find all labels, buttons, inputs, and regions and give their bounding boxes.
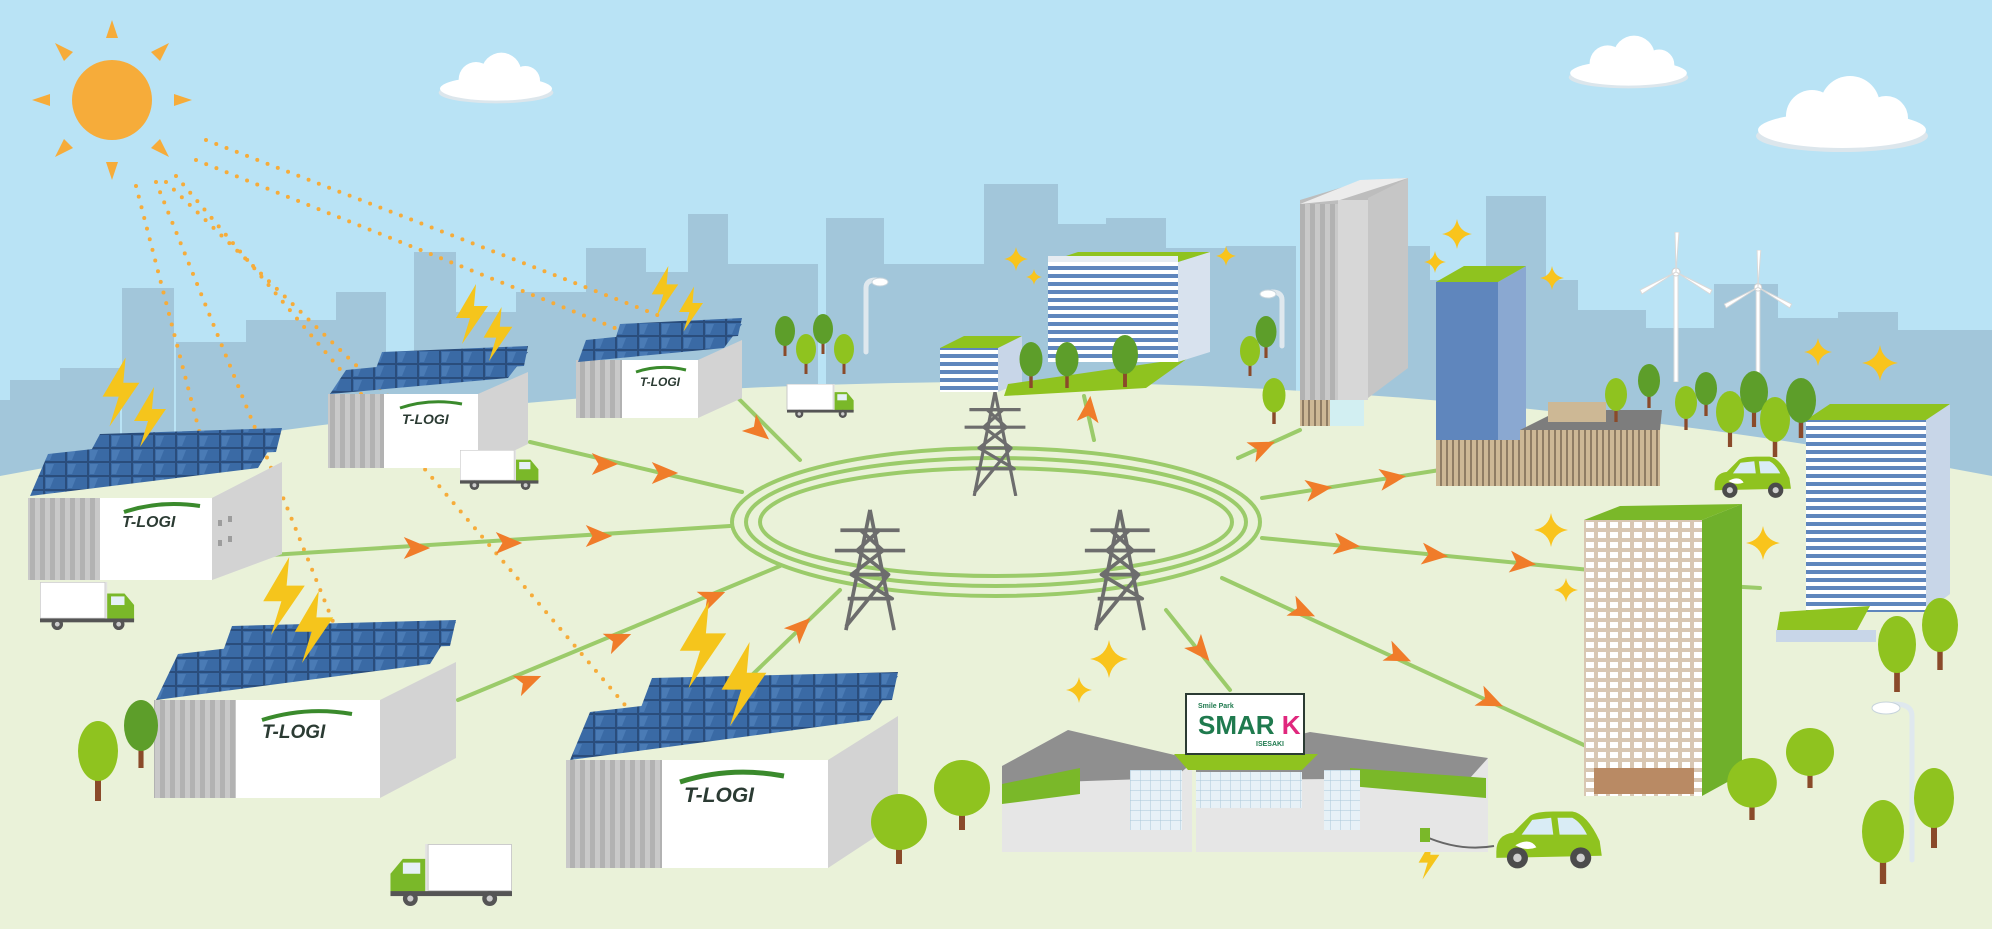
solar-panel-icon: [222, 620, 456, 654]
office-tower-right: [1776, 404, 1950, 642]
ground: [0, 382, 1992, 929]
t-logi-logo: T-LOGI: [122, 514, 176, 531]
solar-panel-icon: [640, 672, 898, 710]
office-tower-grey: [1300, 178, 1408, 426]
warehouse-a: T-LOGI: [28, 428, 282, 580]
mall-sign-brand: SMAR K: [1198, 710, 1301, 740]
apartment-tower: [1584, 504, 1742, 796]
shopping-mall: Smile Park SMAR K ISESAKI: [1002, 693, 1488, 852]
sun-rays: [134, 138, 662, 720]
wooden-complex: [1520, 402, 1662, 486]
mall-sign-location: ISESAKI: [1256, 741, 1284, 748]
t-logi-logo: T-LOGI: [684, 784, 755, 807]
mall-sign-brand-accent: K: [1282, 710, 1301, 740]
warehouse-d: T-LOGI: [154, 620, 456, 798]
t-logi-logo: T-LOGI: [640, 375, 681, 389]
office-building-small: [940, 336, 1022, 392]
charging-cable: [1423, 835, 1495, 849]
solar-panel-icon: [86, 428, 282, 460]
mall-sign-small-line: Smile Park: [1198, 703, 1234, 710]
warehouse-c: T-LOGI: [576, 318, 742, 418]
warehouse-b: T-LOGI: [328, 346, 528, 468]
sun-icon: [32, 20, 192, 180]
street-lamp-head: [871, 277, 889, 287]
solar-panel-icon: [374, 346, 528, 374]
mall-sign: [1185, 693, 1305, 755]
street-lamp-head: [1259, 289, 1277, 299]
mall-sign-brand-main: SMAR: [1198, 710, 1275, 740]
t-logi-logo: T-LOGI: [262, 722, 326, 743]
charging-station: [1420, 828, 1430, 842]
t-logi-logo: T-LOGI: [402, 411, 450, 427]
street-lamp-head: [1871, 701, 1901, 715]
solar-panel-icon: [614, 318, 742, 344]
office-tower-blue: [1436, 266, 1526, 486]
